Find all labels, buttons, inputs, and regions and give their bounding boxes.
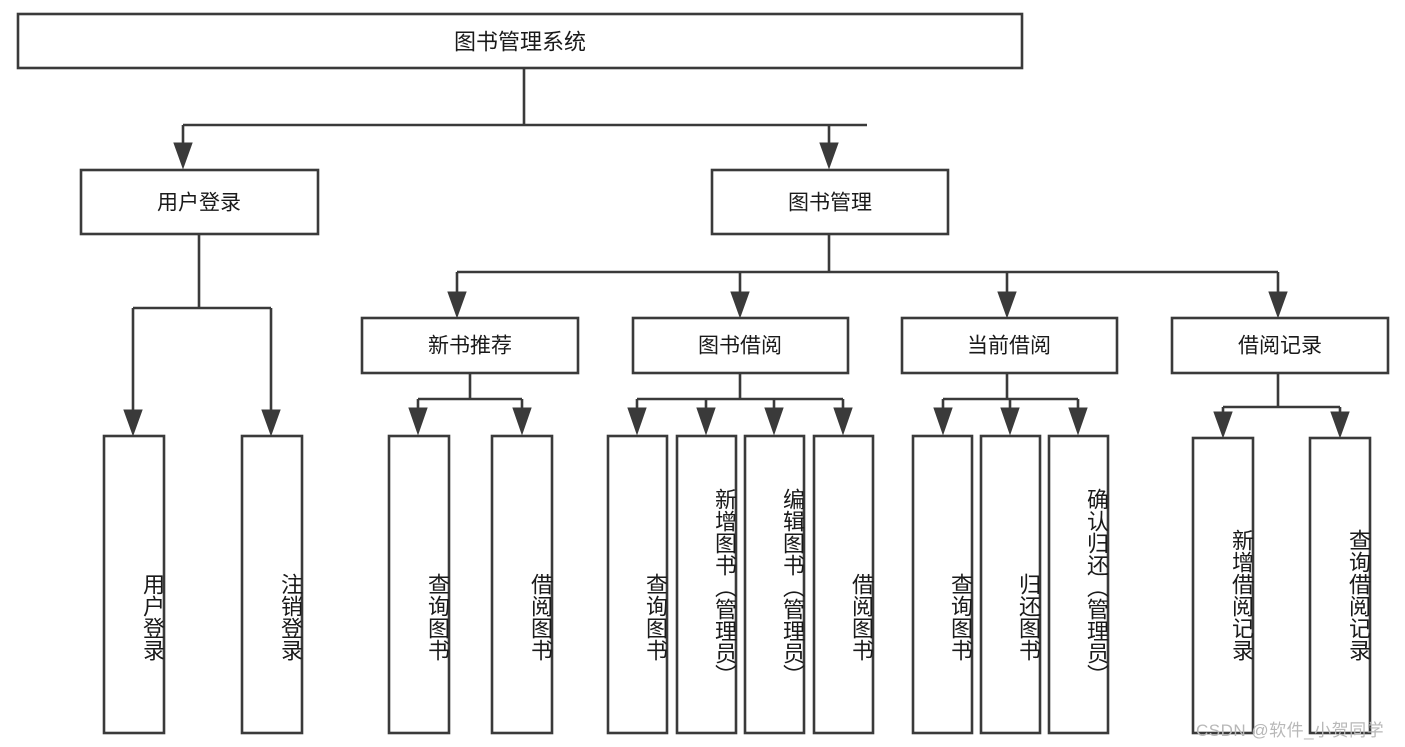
node-current-borrow-box[interactable] — [900, 316, 1119, 375]
node-book-manage[interactable]: 图书管理 — [710, 168, 950, 236]
node-user-login-box[interactable] — [79, 168, 320, 236]
arrowhead-to-user-login — [173, 142, 193, 170]
node-leaf-add-book-box[interactable] — [675, 434, 738, 735]
node-book-manage-label: 图书管理 — [788, 192, 872, 215]
node-book-borrow[interactable]: 图书借阅 — [631, 316, 850, 375]
node-new-book-recommend-label: 新书推荐 — [428, 335, 512, 358]
arrowhead-leaf-user-login — [123, 409, 143, 437]
node-book-manage-box[interactable] — [710, 168, 950, 236]
arrowhead-leaf-query-record — [1330, 411, 1350, 439]
node-borrow-record-box[interactable] — [1170, 316, 1390, 375]
connector-bookmanage-to-level3 — [447, 234, 1288, 319]
node-leaf-borrow-book-2-box[interactable] — [812, 434, 875, 735]
arrowhead-leaf-query-book-2 — [627, 407, 647, 436]
arrowhead-leaf-query-book-3 — [933, 407, 953, 436]
node-leaf-query-record-box[interactable] — [1308, 436, 1372, 735]
connector-root-to-level2 — [173, 68, 867, 170]
node-root[interactable]: 图书管理系统 — [16, 12, 1024, 70]
connector-userlogin-to-leaves — [123, 234, 281, 437]
arrowhead-to-new-book-recommend — [447, 291, 467, 319]
node-leaf-edit-book-box[interactable] — [743, 434, 806, 735]
arrowhead-to-current-borrow — [997, 291, 1017, 319]
node-leaf-borrow-book-1-box[interactable] — [490, 434, 554, 735]
node-current-borrow-label: 当前借阅 — [967, 335, 1051, 358]
node-leaf-user-login-box[interactable] — [102, 434, 166, 735]
node-new-book-recommend-box[interactable] — [360, 316, 580, 375]
arrowhead-leaf-add-record — [1213, 411, 1233, 439]
arrowhead-to-book-manage — [819, 142, 839, 170]
arrowhead-leaf-return-book — [1000, 407, 1020, 436]
node-book-borrow-label: 图书借阅 — [698, 335, 782, 358]
arrowhead-leaf-borrow-book-2 — [833, 407, 853, 436]
arrowhead-to-borrow-record — [1268, 291, 1288, 319]
arrowhead-to-book-borrow — [730, 291, 750, 319]
node-root-box[interactable] — [16, 12, 1024, 70]
node-leaf-return-book-box[interactable] — [979, 434, 1042, 735]
node-user-login[interactable]: 用户登录 — [79, 168, 320, 236]
arrowhead-leaf-edit-book — [764, 407, 784, 436]
node-book-borrow-box[interactable] — [631, 316, 850, 375]
arrowhead-leaf-query-book-1 — [408, 407, 428, 436]
connector-bookborrow-to-leaves — [627, 373, 853, 436]
arrowhead-leaf-confirm-return — [1068, 407, 1088, 436]
node-leaf-confirm-return-box[interactable] — [1047, 434, 1110, 735]
connector-currentborrow-to-leaves — [933, 373, 1088, 436]
node-current-borrow[interactable]: 当前借阅 — [900, 316, 1119, 375]
node-leaf-query-book-1-box[interactable] — [387, 434, 451, 735]
node-leaf-logout-login-box[interactable] — [240, 434, 304, 735]
arrowhead-leaf-borrow-book-1 — [512, 407, 532, 436]
node-new-book-recommend[interactable]: 新书推荐 — [360, 316, 580, 375]
arrowhead-leaf-add-book — [696, 407, 716, 436]
node-leaf-add-record-box[interactable] — [1191, 436, 1255, 735]
node-leaf-query-book-2-box[interactable] — [606, 434, 669, 735]
csdn-watermark: CSDN @软件_小贺同学 — [1196, 721, 1385, 740]
node-leaf-query-book-3-box[interactable] — [911, 434, 974, 735]
node-root-label: 图书管理系统 — [454, 30, 586, 55]
node-borrow-record-label: 借阅记录 — [1238, 335, 1322, 358]
connector-borrowrecord-to-leaves — [1213, 373, 1350, 439]
arrowhead-leaf-logout-login — [261, 409, 281, 437]
connector-newbook-to-leaves — [408, 373, 532, 436]
node-user-login-label: 用户登录 — [157, 192, 241, 215]
node-borrow-record[interactable]: 借阅记录 — [1170, 316, 1390, 375]
